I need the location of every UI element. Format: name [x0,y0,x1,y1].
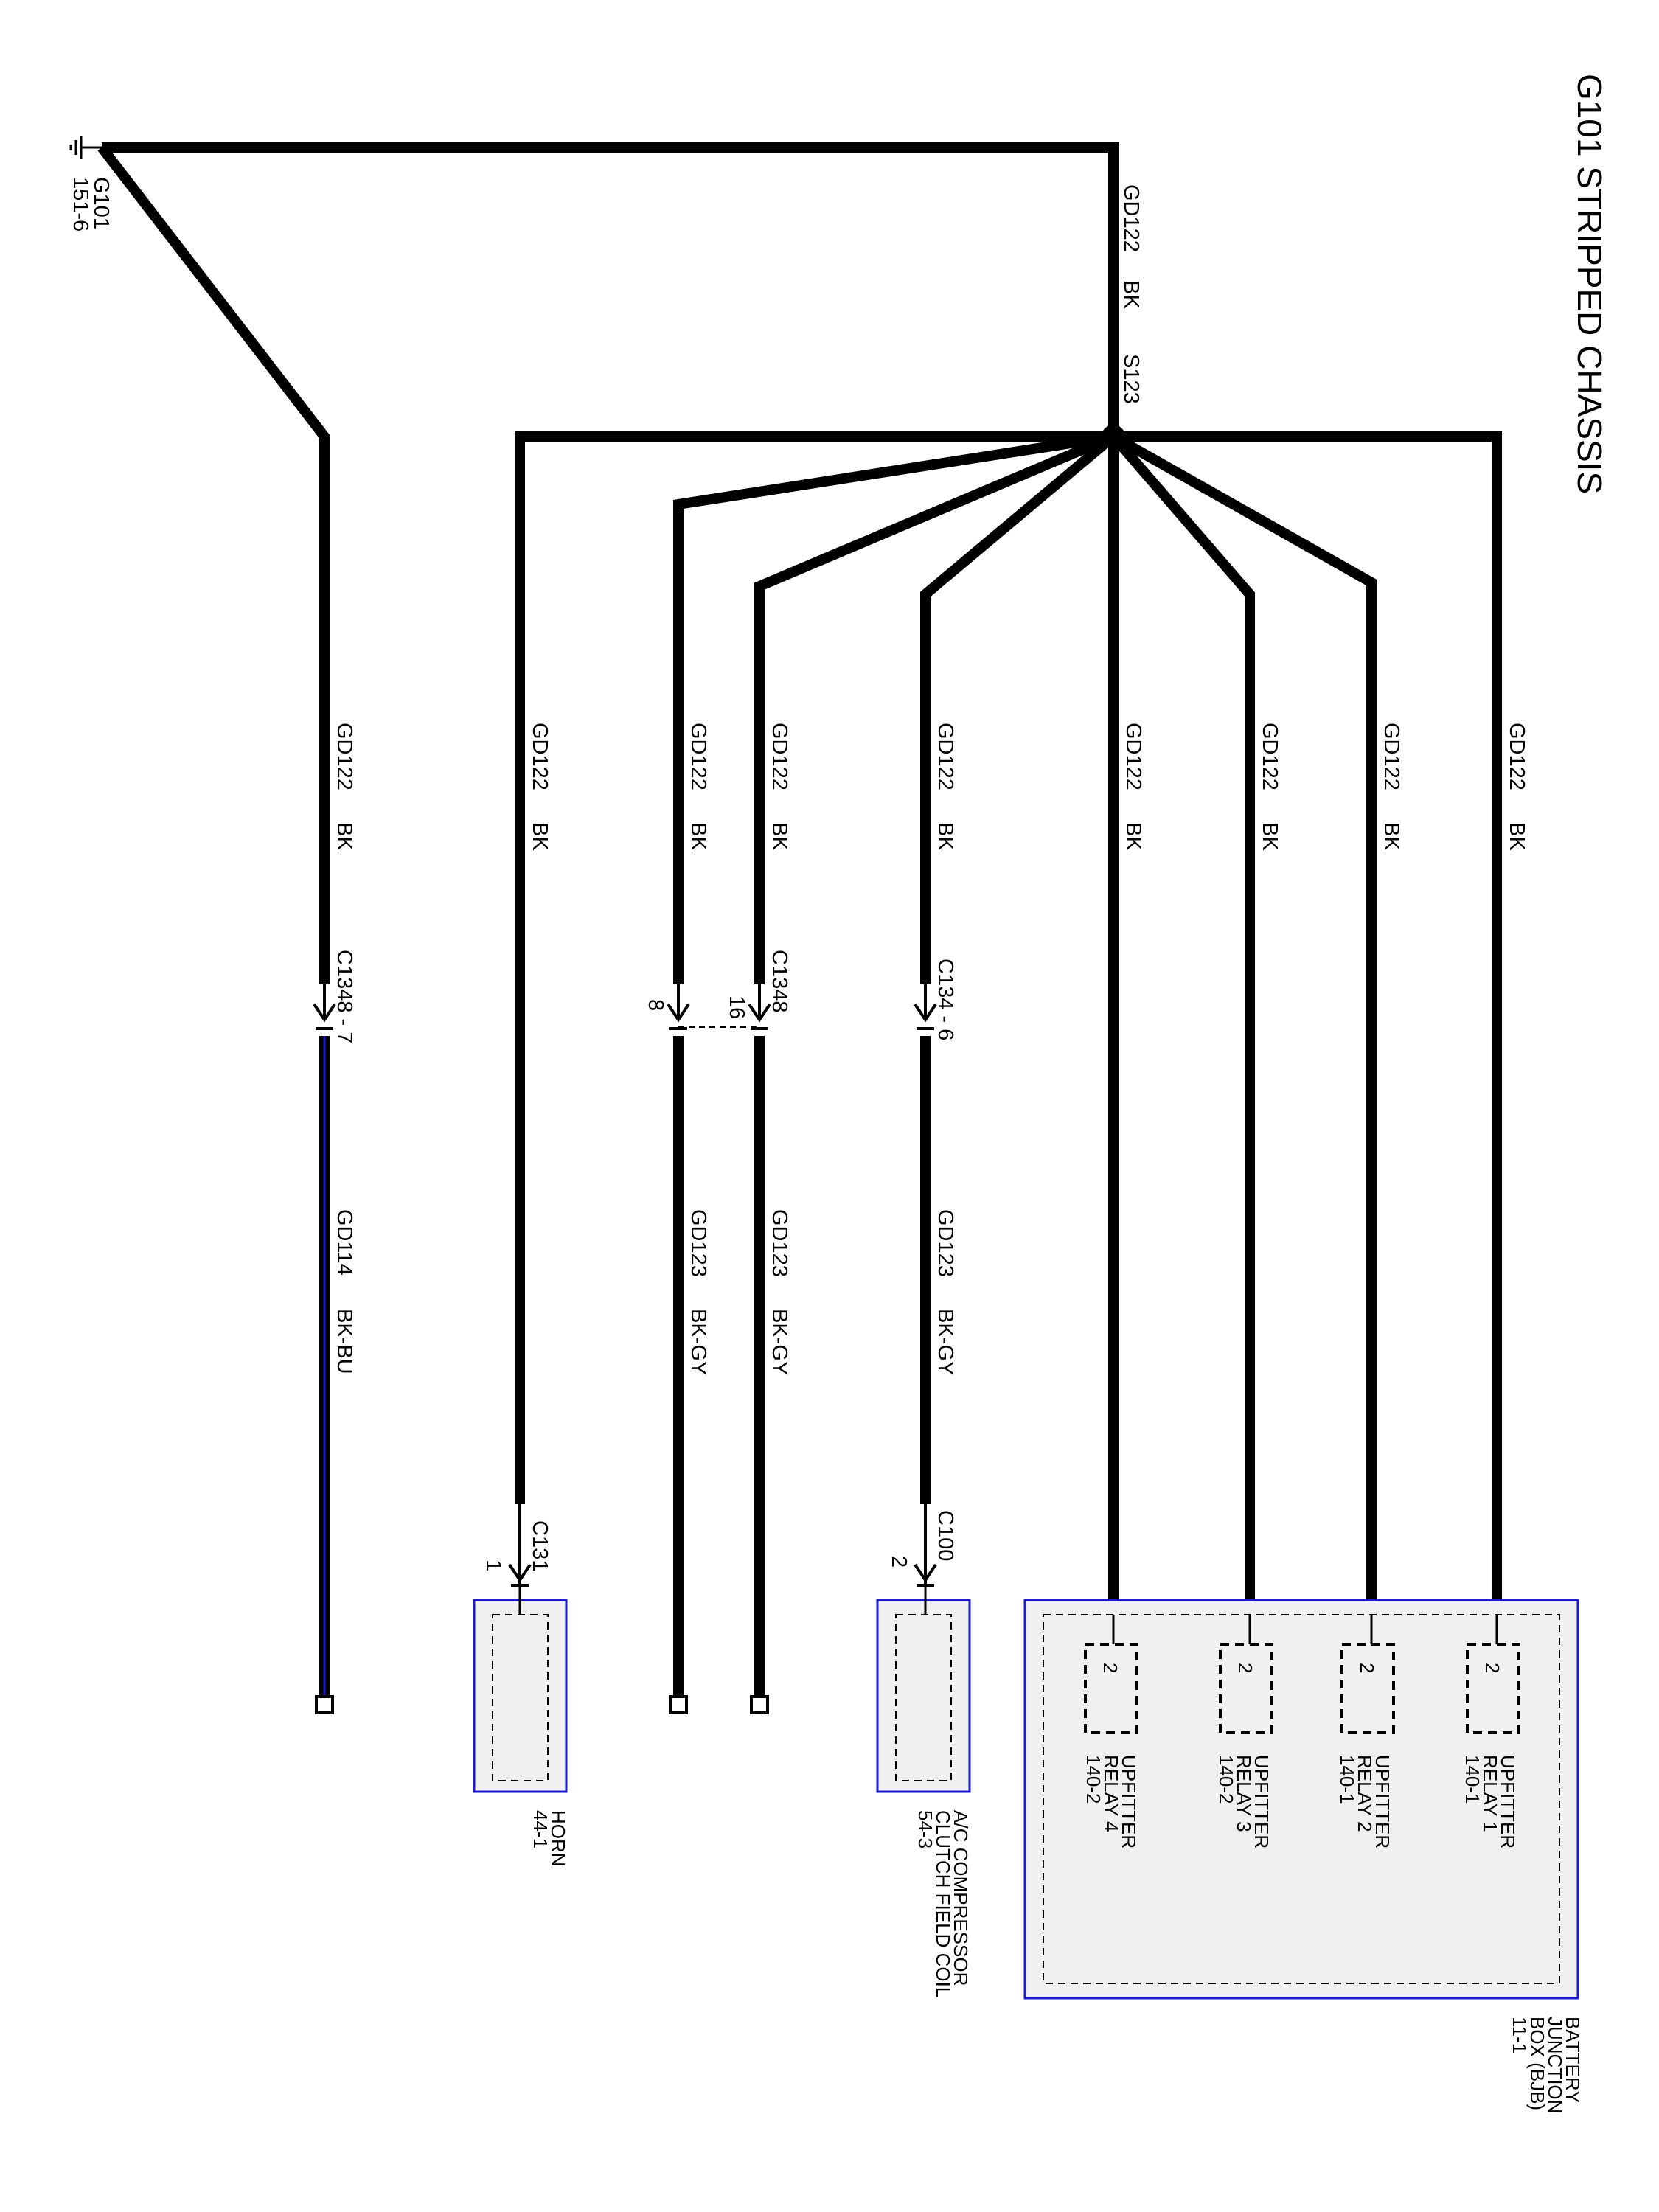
branch-6-color: BK [1121,822,1145,851]
relay-3-ref: 140-2 [1215,1755,1237,1804]
connector-c100 [914,1504,937,1587]
horn: HORN 44-1 [473,1585,569,1867]
relay-1-pin: 2 [1466,1615,1520,1734]
battery-junction-box: 2 2 2 2 UPFITTER RELAY 1 140-1 UPFITTER … [1023,1599,1584,2113]
branch-3-circuit: GD122 [686,723,710,790]
wire-end-c1348-8 [669,1695,688,1714]
relay-4-pin-number: 2 [1099,1663,1121,1673]
relay-4-ref: 140-2 [1082,1755,1105,1804]
relay-2-pin-number: 2 [1356,1663,1378,1673]
relay-2-ref: 140-1 [1336,1755,1358,1804]
ground-name: G101 [89,177,113,229]
relay-2-pin: 2 [1340,1615,1395,1734]
branch-wire-7 [1110,431,1377,1615]
trunk-color-label: BK [1119,280,1143,309]
trunk-wire [102,142,1119,437]
splice-s123 [1102,425,1125,448]
branch-wire-8 [1113,431,1502,1615]
inline-connectors [313,984,937,1036]
connector-c134 [914,984,937,1036]
branch-2-circuit: GD122 [528,723,552,790]
c1348-7-label: C1348 - 7 [333,950,356,1043]
relay-4-name-1: UPFITTER [1118,1755,1140,1848]
relay-3-pin-number: 2 [1234,1663,1256,1673]
branch-wire-3 [754,431,1116,984]
branch-9-color: BK [1505,822,1528,851]
ac-label-1: A/C COMPRESSOR [950,1810,972,1986]
relay-3-name-2: RELAY 3 [1233,1755,1255,1832]
ground-ref: 151-6 [69,177,92,232]
lower-c1348-8-circuit: GD123 [686,1209,710,1277]
relay-1-ref: 140-1 [1461,1755,1484,1804]
wires [97,142,1502,1705]
lower-c134-color: BK-GY [933,1309,957,1375]
relay-4-name-2: RELAY 4 [1100,1755,1122,1832]
branch-8-color: BK [1380,822,1403,851]
page-title: G101 STRIPPED CHASSIS [1571,74,1609,494]
relay-1-name-1: UPFITTER [1497,1755,1519,1848]
c131-label: C131 [528,1520,552,1571]
bjb-label-2: JUNCTION [1544,2017,1566,2113]
c1348-pin16-label: 16 [725,995,748,1019]
branch-8-circuit: GD122 [1380,723,1403,790]
connector-c1348-8 [667,984,690,1036]
bjb-label-4: 11-1 [1509,2017,1531,2053]
trunk-circuit-label: GD122 [1119,184,1143,252]
c1348-pin8-label: 8 [644,999,667,1011]
connector-c1348-7 [313,984,336,1036]
branch-4-circuit: GD122 [768,723,791,790]
branch-wire-6 [1109,433,1255,1615]
branch-5-circuit: GD122 [933,723,957,790]
branch-7-color: BK [1258,822,1281,851]
ac-label-3: 54-3 [914,1810,936,1848]
relay-1-name-2: RELAY 1 [1479,1755,1501,1832]
lower-wire-labels: GD123 BK-GY GD123 BK-GY GD123 BK-GY GD11… [333,1209,957,1375]
branch-5-color: BK [933,822,957,851]
ac-compressor-clutch: A/C COMPRESSOR CLUTCH FIELD COIL 54-3 [876,1585,972,1997]
branch-wire-1 [515,431,1113,1504]
lower-c1348-8-color: BK-GY [686,1309,710,1375]
relay-2-name-1: UPFITTER [1371,1755,1394,1848]
relay-2-name-2: RELAY 2 [1354,1755,1376,1832]
bjb-label-1: BATTERY [1562,2017,1584,2104]
branch-9-circuit: GD122 [1505,723,1528,790]
branch-4-color: BK [768,822,791,851]
c100-pin-label: 2 [887,1556,911,1568]
branch-labels: GD122 BK GD122 BK GD122 BK GD122 BK GD12… [333,723,1528,851]
wire-end-c1348-7 [315,1695,334,1714]
lower-c1348-16-color: BK-GY [768,1309,791,1375]
horn-label-1: HORN [547,1810,569,1867]
branch-wire-2 [673,431,1115,984]
c131-pin-label: 1 [481,1559,505,1571]
c134-label: C134 - 6 [933,959,957,1040]
lower-c1348-7-circuit: GD114 [333,1209,356,1276]
branch-6-circuit: GD122 [1121,723,1145,790]
relay-3-name-1: UPFITTER [1251,1755,1273,1848]
relay-1-pin-number: 2 [1481,1663,1503,1673]
branch-1-color: BK [333,822,356,851]
lower-c134-circuit: GD123 [933,1209,957,1277]
splice-label: S123 [1119,354,1143,404]
c1348-label: C1348 [768,950,791,1012]
ac-label-2: CLUTCH FIELD COIL [932,1810,954,1997]
connector-labels: C134 - 6 C1348 16 8 C1348 - 7 C100 2 C13… [333,950,957,1571]
branch-2-color: BK [528,822,552,851]
wire-end-c1348-16 [750,1695,769,1714]
connector-c1348-16 [748,984,771,1036]
ground-diagonal-wire [97,144,330,984]
relay-4-pin: 2 [1084,1615,1138,1734]
branch-7-circuit: GD122 [1258,723,1281,790]
branch-1-circuit: GD122 [333,723,356,790]
c100-label: C100 [933,1510,957,1561]
relay-3-pin: 2 [1219,1615,1273,1734]
connector-c131 [508,1504,532,1587]
lower-c1348-16-circuit: GD123 [768,1209,791,1277]
ground-g101: G101 151-6 [69,136,113,232]
branch-wire-4 [920,432,1117,984]
bjb-label-3: BOX (BJB) [1526,2017,1548,2110]
lower-c1348-7-color: BK-BU [333,1309,356,1374]
branch-3-color: BK [686,822,710,851]
horn-label-2: 44-1 [529,1810,552,1848]
